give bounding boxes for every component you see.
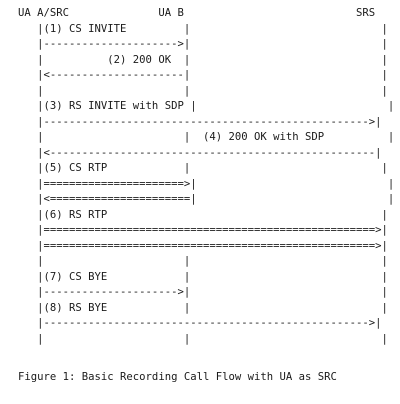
call-flow-diagram: UA A/SRC UA B SRS |(1) CS INVITE | | |--… xyxy=(18,6,394,347)
diagram-line: |--------------------->| | xyxy=(18,286,388,298)
diagram-line: |=======================================… xyxy=(18,224,388,236)
diagram-line: | | (4) 200 OK with SDP | xyxy=(18,131,395,143)
diagram-line: |(1) CS INVITE | | xyxy=(18,22,388,35)
diagram-line: |--------------------->| | xyxy=(18,38,388,50)
diagram-line: |======================>| | xyxy=(18,177,395,190)
figure-caption: Figure 1: Basic Recording Call Flow with… xyxy=(18,371,337,383)
diagram-line: |<---------------------| | xyxy=(18,69,388,81)
diagram-line: |---------------------------------------… xyxy=(18,317,382,329)
diagram-line-header: UA A/SRC UA B SRS xyxy=(18,7,376,19)
diagram-line: |=======================================… xyxy=(18,239,388,252)
diagram-line: |<--------------------------------------… xyxy=(18,146,382,159)
diagram-line: |---------------------------------------… xyxy=(18,115,382,128)
diagram-line: |(6) RS RTP | xyxy=(18,208,388,221)
diagram-line: | | | xyxy=(18,255,388,267)
diagram-line: | (2) 200 OK | | xyxy=(18,53,388,66)
diagram-line: |(5) CS RTP | | xyxy=(18,162,388,174)
diagram-line: | | | xyxy=(18,84,388,97)
diagram-line: |(3) RS INVITE with SDP | | xyxy=(18,100,395,112)
diagram-line: | | | xyxy=(18,332,388,345)
diagram-line: |<======================| | xyxy=(18,193,395,205)
diagram-line: |(7) CS BYE | | xyxy=(18,270,388,283)
diagram-line: |(8) RS BYE | | xyxy=(18,301,388,314)
